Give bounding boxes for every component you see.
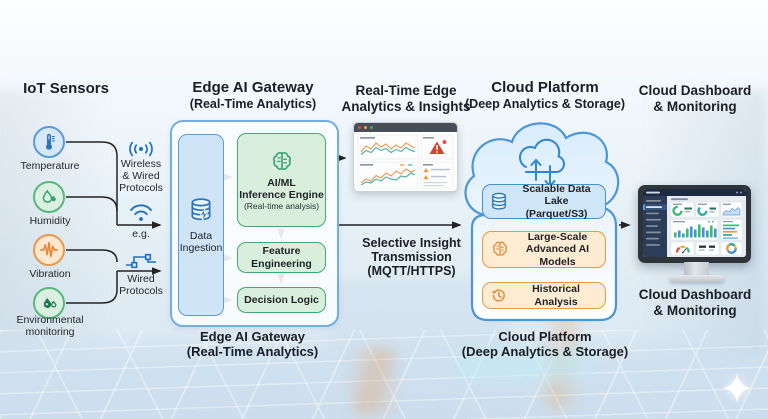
brain-icon bbox=[272, 151, 291, 170]
database-ingestion-icon bbox=[191, 198, 211, 221]
cloud-dashboard-screen bbox=[643, 189, 746, 257]
edge-gateway-caption: Edge AI Gateway (Real-Time Analytics) bbox=[186, 329, 319, 360]
browser-maximize-dot bbox=[370, 126, 373, 129]
heading-edge-gateway: Edge AI Gateway bbox=[192, 79, 314, 96]
feature-engineering-box: Feature Engineering bbox=[237, 242, 326, 273]
monitor-screen bbox=[643, 189, 746, 257]
browser-minimize-dot bbox=[364, 126, 367, 129]
monitor-stand-base bbox=[669, 275, 724, 282]
sensor-vibration-label: Vibration bbox=[29, 268, 71, 280]
heading-cloud-platform-sub: (Deep Analytics & Storage) bbox=[465, 96, 625, 111]
sensor-humidity bbox=[33, 181, 65, 213]
heading-cloud-dashboard: Cloud Dashboard & Monitoring bbox=[638, 83, 752, 114]
browser-titlebar bbox=[354, 123, 457, 132]
historical-analysis-label: Historical Analysis bbox=[532, 283, 580, 308]
heading-iot-sensors: IoT Sensors bbox=[23, 80, 109, 97]
feature-engineering-label: Feature Engineering bbox=[251, 245, 312, 270]
history-clock-icon bbox=[492, 289, 505, 302]
thermometer-icon bbox=[45, 133, 55, 150]
ai-models-label: Large-Scale Advanced AI Models bbox=[525, 231, 590, 268]
brain-icon-orange bbox=[492, 241, 508, 256]
sensor-humidity-label: Humidity bbox=[29, 215, 71, 227]
transmission-label: Selective Insight Transmission (MQTT/HTT… bbox=[362, 236, 461, 278]
inference-engine-box: AI/ML Inference Engine (Real-time analys… bbox=[237, 133, 326, 227]
sensor-environment-label: Environmental monitoring bbox=[16, 314, 84, 338]
edge-insights-browser-window bbox=[353, 122, 458, 192]
data-ingestion-box: Data Ingestion bbox=[178, 134, 224, 316]
sensor-environment bbox=[33, 287, 65, 319]
decision-logic-box: Decision Logic bbox=[237, 287, 326, 313]
humidity-icon bbox=[42, 189, 56, 203]
vibration-icon bbox=[39, 241, 59, 258]
environment-icon bbox=[43, 297, 57, 309]
wired-network-icon bbox=[126, 253, 156, 269]
wireless-protocols-label: Wireless & Wired Protocols bbox=[119, 158, 163, 194]
data-lake-box: Scalable Data Lake (Parquet/S3) bbox=[482, 183, 606, 220]
sparkle-icon bbox=[722, 373, 752, 403]
heading-realtime-insights: Real-Time Edge Analytics & Insights bbox=[341, 83, 471, 114]
wifi-icon bbox=[130, 204, 152, 221]
sensor-temperature-label: Temperature bbox=[20, 160, 80, 172]
decision-logic-label: Decision Logic bbox=[244, 293, 319, 306]
inference-engine-label: AI/ML Inference Engine bbox=[239, 176, 324, 201]
sensor-temperature bbox=[33, 126, 65, 158]
historical-analysis-box: Historical Analysis bbox=[482, 282, 606, 309]
database-icon bbox=[492, 192, 506, 210]
cloud-platform-caption: Cloud Platform (Deep Analytics & Storage… bbox=[461, 329, 629, 360]
eg-label: e.g. bbox=[132, 228, 150, 240]
heading-cloud-platform: Cloud Platform bbox=[491, 79, 599, 96]
inference-engine-sublabel: (Real-time analysis) bbox=[243, 200, 320, 211]
floor-grid bbox=[0, 310, 768, 419]
sensor-vibration bbox=[33, 234, 65, 266]
browser-close-dot bbox=[358, 126, 361, 129]
cloud-dashboard-caption: Cloud Dashboard & Monitoring bbox=[638, 287, 752, 318]
ai-models-box: Large-Scale Advanced AI Models bbox=[482, 231, 606, 268]
data-lake-label: Scalable Data Lake (Parquet/S3) bbox=[522, 183, 591, 220]
monitor-stand-neck bbox=[684, 262, 709, 276]
heading-edge-gateway-sub: (Real-Time Analytics) bbox=[189, 96, 317, 111]
data-ingestion-label: Data Ingestion bbox=[179, 229, 223, 254]
wired-protocols-label: Wired Protocols bbox=[119, 273, 163, 297]
antenna-icon bbox=[129, 141, 153, 157]
edge-insights-charts bbox=[357, 134, 454, 189]
